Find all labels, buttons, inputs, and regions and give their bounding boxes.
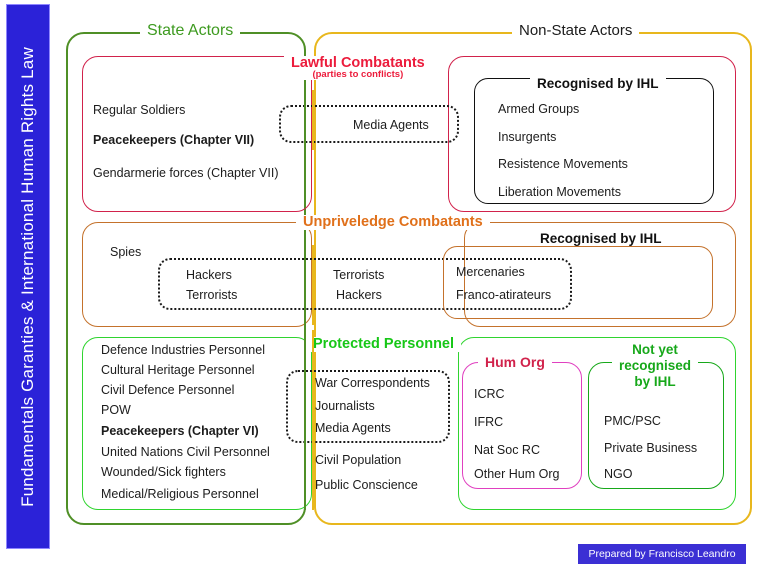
unprivileged-shared-box <box>158 258 572 310</box>
lawful-state-item-0: Regular Soldiers <box>93 103 186 117</box>
lawful-recognised-item-0: Armed Groups <box>498 102 580 116</box>
nonstate-column-divider-line-3 <box>312 330 314 510</box>
credit-text: Prepared by Francisco Leandro <box>588 548 736 560</box>
protected-state-item-1: Cultural Heritage Personnel <box>101 363 255 377</box>
unprivileged-shared-right-1: Hackers <box>336 288 382 302</box>
not-yet-recognised-item-2: NGO <box>604 467 633 481</box>
lawful-combatants-sublabel: (parties to conflicts) <box>312 69 404 81</box>
protected-state-box <box>82 337 312 510</box>
unprivileged-recognised-label-text: Recognised by IHL <box>540 231 662 246</box>
hum-org-label-text: Hum Org <box>485 354 545 370</box>
hum-org-item-2: Nat Soc RC <box>474 443 540 457</box>
hum-org-item-1: IFRC <box>474 415 504 429</box>
lawful-combatants-state-box <box>82 56 312 212</box>
state-column-divider-line-3 <box>304 330 306 510</box>
state-column-divider-line <box>304 90 306 150</box>
lawful-shared-media-agents-box <box>279 105 459 143</box>
unprivileged-nonstate-box <box>464 222 736 327</box>
protected-state-item-2: Civil Defence Personnel <box>101 383 235 397</box>
unprivileged-recognised-item-0: Mercenaries <box>456 265 525 279</box>
lawful-recognised-item-1: Insurgents <box>498 130 557 144</box>
not-yet-recognised-label: Not yet recognised by IHL <box>612 342 699 390</box>
unprivileged-shared-left-0: Hackers <box>186 268 232 282</box>
protected-shared-box <box>286 370 450 443</box>
lawful-combatants-label: Lawful Combatants (parties to conflicts) <box>284 55 432 81</box>
protected-state-item-3: POW <box>101 403 131 417</box>
unprivileged-state-box <box>82 222 312 327</box>
hum-org-item-3: Other Hum Org <box>474 467 560 481</box>
protected-shared-below-1: Public Conscience <box>315 478 418 492</box>
protected-shared-below-0: Civil Population <box>315 453 402 467</box>
unprivileged-label-text: Unpriveledge Combatants <box>303 214 483 230</box>
hum-org-label: Hum Org <box>478 355 552 370</box>
lawful-recognised-item-2: Resistence Movements <box>498 157 628 171</box>
nonstate-column-divider-line-2 <box>312 245 314 325</box>
not-yet-recognised-line-2: recognised <box>619 357 692 373</box>
not-yet-recognised-item-1: Private Business <box>604 441 698 455</box>
state-actors-label: State Actors <box>140 22 241 40</box>
non-state-actors-label-text: Non-State Actors <box>519 22 633 39</box>
protected-nonstate-box <box>458 337 736 510</box>
protected-state-item-5: United Nations Civil Personnel <box>101 445 270 459</box>
hum-org-item-0: ICRC <box>474 387 505 401</box>
not-yet-recognised-line-3: by IHL <box>634 373 676 389</box>
vertical-banner: Fundamentals Garanties & International H… <box>6 4 50 549</box>
unprivileged-label: Unpriveledge Combatants <box>296 214 490 231</box>
unprivileged-recognised-box <box>443 246 713 319</box>
unprivileged-recognised-label: Recognised by IHL <box>533 231 669 247</box>
lawful-state-item-1: Peacekeepers (Chapter VII) <box>93 133 255 147</box>
state-actors-label-text: State Actors <box>147 22 234 39</box>
lawful-recognised-label: Recognised by IHL <box>530 76 666 92</box>
nonstate-column-divider-line <box>312 90 314 150</box>
credit-badge: Prepared by Francisco Leandro <box>578 544 746 564</box>
protected-state-item-6: Wounded/Sick fighters <box>101 465 226 479</box>
protected-label: Protected Personnel <box>306 336 462 353</box>
protected-label-text: Protected Personnel <box>313 336 455 352</box>
protected-shared-item-2: Media Agents <box>315 421 391 435</box>
non-state-actors-label: Non-State Actors <box>512 22 640 39</box>
protected-shared-item-1: Journalists <box>315 399 375 413</box>
protected-state-item-4: Peacekeepers (Chapter VI) <box>101 424 259 438</box>
unprivileged-state-item-0: Spies <box>110 245 142 259</box>
protected-state-item-7: Medical/Religious Personnel <box>101 487 259 501</box>
state-column-divider-line-2 <box>304 245 306 325</box>
lawful-combatants-label-text: Lawful Combatants <box>291 55 425 71</box>
not-yet-recognised-line-1: Not yet <box>632 342 678 357</box>
protected-state-item-0: Defence Industries Personnel <box>101 343 265 357</box>
lawful-recognised-label-text: Recognised by IHL <box>537 76 659 91</box>
lawful-recognised-item-3: Liberation Movements <box>498 185 621 199</box>
lawful-state-item-2: Gendarmerie forces (Chapter VII) <box>93 166 279 180</box>
not-yet-recognised-item-0: PMC/PSC <box>604 414 661 428</box>
unprivileged-recognised-item-1: Franco-atirateurs <box>456 288 552 302</box>
protected-shared-item-0: War Correspondents <box>315 376 430 390</box>
unprivileged-shared-right-0: Terrorists <box>333 268 385 282</box>
banner-title: Fundamentals Garanties & International H… <box>18 46 38 507</box>
lawful-shared-item-0: Media Agents <box>353 118 429 132</box>
unprivileged-shared-left-1: Terrorists <box>186 288 238 302</box>
